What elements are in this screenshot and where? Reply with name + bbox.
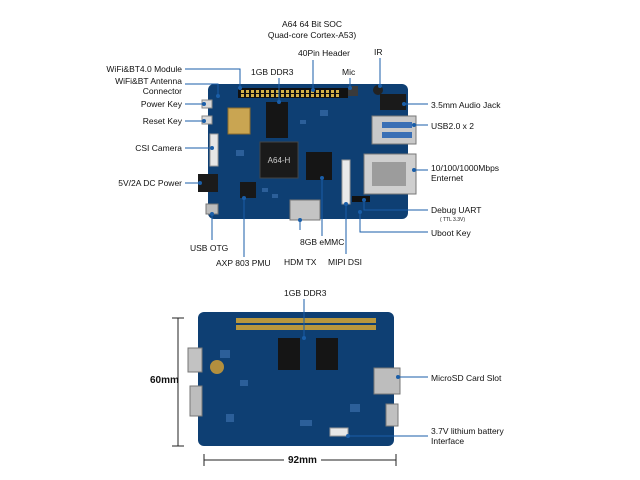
pcb-bottom [198,312,394,446]
wifi-module [227,107,251,135]
pcb-top [208,84,408,219]
csi-label: CSI Camera [135,143,182,153]
emmc-chip [306,152,332,180]
ddr-label-bottom: 1GB DDR3 [284,288,327,298]
audio-jack [380,94,406,110]
ddr-chip-bottom-2 [316,338,338,370]
microsd-slot [373,367,401,395]
hdmi-label: HDM TX [284,257,317,267]
usb2-stack [371,115,417,145]
gpio-header [238,88,348,98]
usb-otg-label: USB OTG [190,243,229,253]
mipi-label: MIPI DSI [328,257,363,267]
gpio-label: 40Pin Header [298,48,350,58]
pmu-chip [240,182,256,198]
antenna-label-line2: Connector [142,86,182,96]
uart-note: ( TTL 3.3V) [440,217,466,223]
hdmi-port [289,199,321,221]
dc-jack [198,174,218,192]
dimension-lines [172,317,397,466]
battery-connector [329,427,349,437]
ddr-chip-top [266,102,288,138]
gpio-through-holes [236,318,376,330]
height-dimension-label: 60mm [150,375,179,386]
side-port-1 [187,347,203,373]
reset-key [201,115,213,125]
mic [348,86,358,96]
soc-chip [259,141,299,179]
side-port-2 [189,385,203,417]
soc-label-line1: A64 64 Bit SOC [281,19,342,29]
usb2-label: USB2.0 x 2 [431,121,474,131]
antenna-label-line1: WiFi&BT Antenna [115,76,182,86]
mic-label: Mic [342,67,356,77]
width-dimension-label: 92mm [284,455,321,466]
microsd-label: MicroSD Card Slot [431,373,502,383]
pmu-label: AXP 803 PMU [216,258,271,268]
power-key-label: Power Key [140,99,182,109]
ethernet-label-line1: 10/100/1000Mbps [431,163,500,173]
leader-dots [198,84,416,438]
wifi-module-label: WiFi&BT4.0 Module [106,64,182,74]
dc-power-label: 5V/2A DC Power [118,178,182,188]
emmc-label: 8GB eMMC [300,237,345,247]
csi-connector [209,133,219,167]
ethernet-label-line2: Enternet [431,173,464,183]
battery-label-line1: 3.7V lithium battery [431,426,504,436]
reset-key-label: Reset Key [142,116,182,126]
uart-header [352,196,370,202]
uboot-label: Uboot Key [431,228,471,238]
uart-label: Debug UART [431,205,482,215]
ddr-chip-bottom-1 [278,338,300,370]
ir-label: IR [374,47,383,57]
soc-label-line2: Quad-core Cortex-A53) [267,30,357,40]
ddr-label-top: 1GB DDR3 [251,67,294,77]
battery-label-line2: Interface [431,436,465,446]
side-port-3 [385,403,399,427]
soc-chip-text: A64-H [268,156,291,165]
audio-jack-label: 3.5mm Audio Jack [431,100,501,110]
